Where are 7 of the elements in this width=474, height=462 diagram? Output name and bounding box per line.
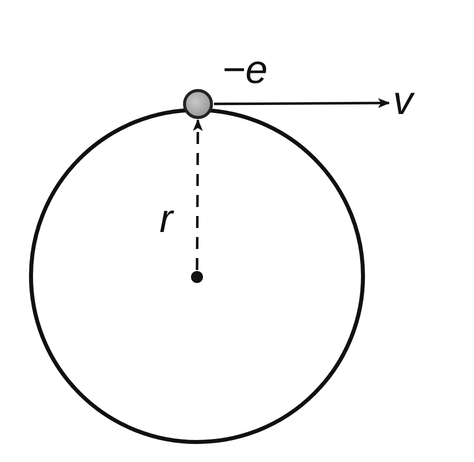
charge-label: −e: [222, 50, 268, 90]
edge-label: r: [159, 198, 173, 239]
center-dot: [191, 271, 203, 283]
radius-arrow: [192, 119, 203, 270]
velocity-arrow: [214, 98, 390, 108]
electron-ball: [183, 89, 213, 119]
velocity-label: v: [393, 81, 413, 121]
